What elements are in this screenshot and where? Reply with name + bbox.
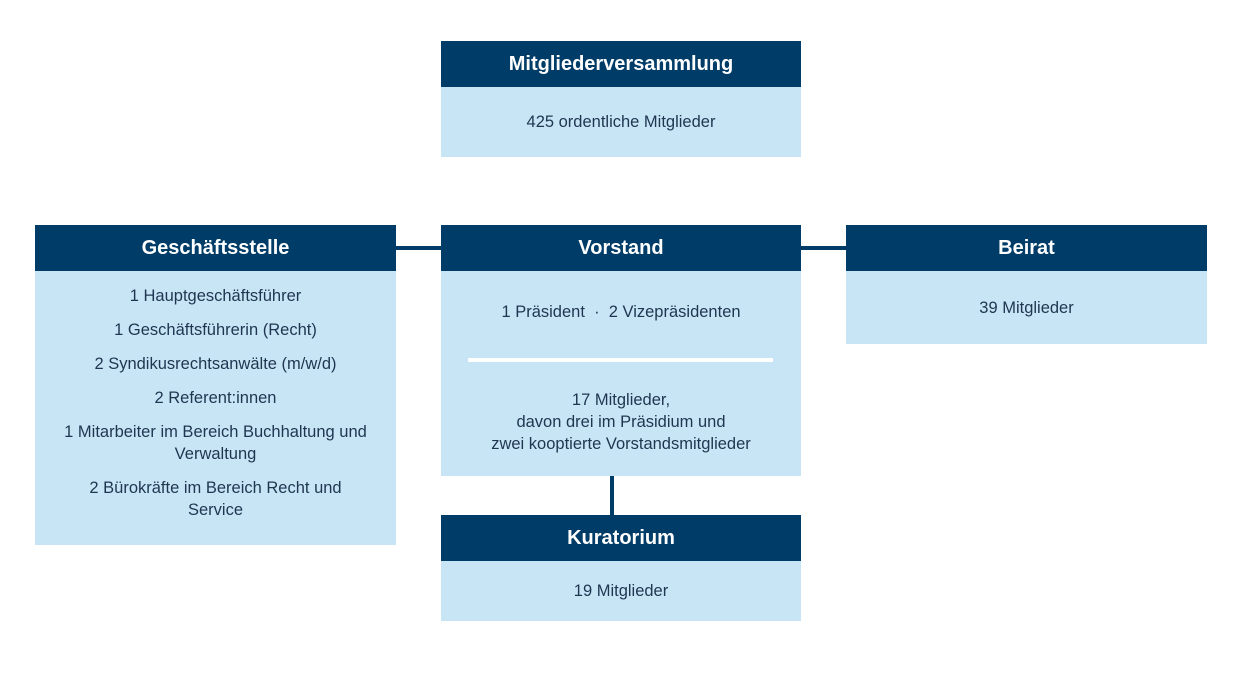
kuratorium-text: 19 Mitglieder [573, 582, 669, 600]
geschaeftsstelle-body: 1 Hauptgeschäftsführer 1 Geschäftsführer… [35, 271, 396, 545]
connector-geschaeftsstelle-vorstand [396, 246, 441, 250]
vorstand-members-detail: zwei kooptierte Vorstandsmitglieder [491, 435, 751, 453]
beirat-text: 39 Mitglieder [979, 298, 1074, 317]
connector-vorstand-kuratorium [610, 476, 614, 516]
mitgliederversammlung-box: Mitgliederversammlung 425 ordentliche Mi… [441, 41, 801, 157]
vorstand-separator [468, 358, 773, 362]
vorstand-members-count: 17 Mitglieder, [571, 391, 671, 409]
beirat-title: Beirat [846, 225, 1207, 271]
geschaeftsstelle-title: Geschäftsstelle [35, 225, 396, 271]
kuratorium-title: Kuratorium [441, 515, 801, 561]
mitgliederversammlung-text: 425 ordentliche Mitglieder [526, 113, 716, 131]
beirat-body: 39 Mitglieder [846, 271, 1207, 344]
mitgliederversammlung-title: Mitgliederversammlung [441, 41, 801, 87]
vorstand-members: 17 Mitglieder, davon drei im Präsidium u… [441, 389, 801, 455]
geschaeftsstelle-item: 1 Geschäftsführerin (Recht) [114, 321, 317, 339]
connector-vorstand-beirat [801, 246, 846, 250]
vorstand-box: Vorstand 1 Präsident · 2 Vizepräsidenten… [441, 225, 801, 476]
mitgliederversammlung-body: 425 ordentliche Mitglieder [441, 87, 801, 157]
vorstand-praesidium: 1 Präsident · 2 Vizepräsidenten [501, 303, 741, 321]
geschaeftsstelle-item: 2 Syndikusrechtsanwälte (m/w/d) [94, 355, 337, 373]
geschaeftsstelle-item: 2 Bürokräfte im Bereich Recht und Servic… [89, 479, 342, 519]
geschaeftsstelle-box: Geschäftsstelle 1 Hauptgeschäftsführer 1… [35, 225, 396, 545]
vorstand-title: Vorstand [441, 225, 801, 271]
geschaeftsstelle-item: 1 Mitarbeiter im Bereich Buchhaltung und… [64, 423, 367, 463]
vorstand-body: 1 Präsident · 2 Vizepräsidenten 17 Mitgl… [441, 271, 801, 476]
vorstand-members-detail: davon drei im Präsidium und [516, 413, 726, 431]
kuratorium-box: Kuratorium 19 Mitglieder [441, 515, 801, 621]
beirat-box: Beirat 39 Mitglieder [846, 225, 1207, 344]
geschaeftsstelle-item: 2 Referent:innen [154, 389, 277, 407]
kuratorium-body: 19 Mitglieder [441, 561, 801, 621]
geschaeftsstelle-item: 1 Hauptgeschäftsführer [129, 287, 302, 305]
